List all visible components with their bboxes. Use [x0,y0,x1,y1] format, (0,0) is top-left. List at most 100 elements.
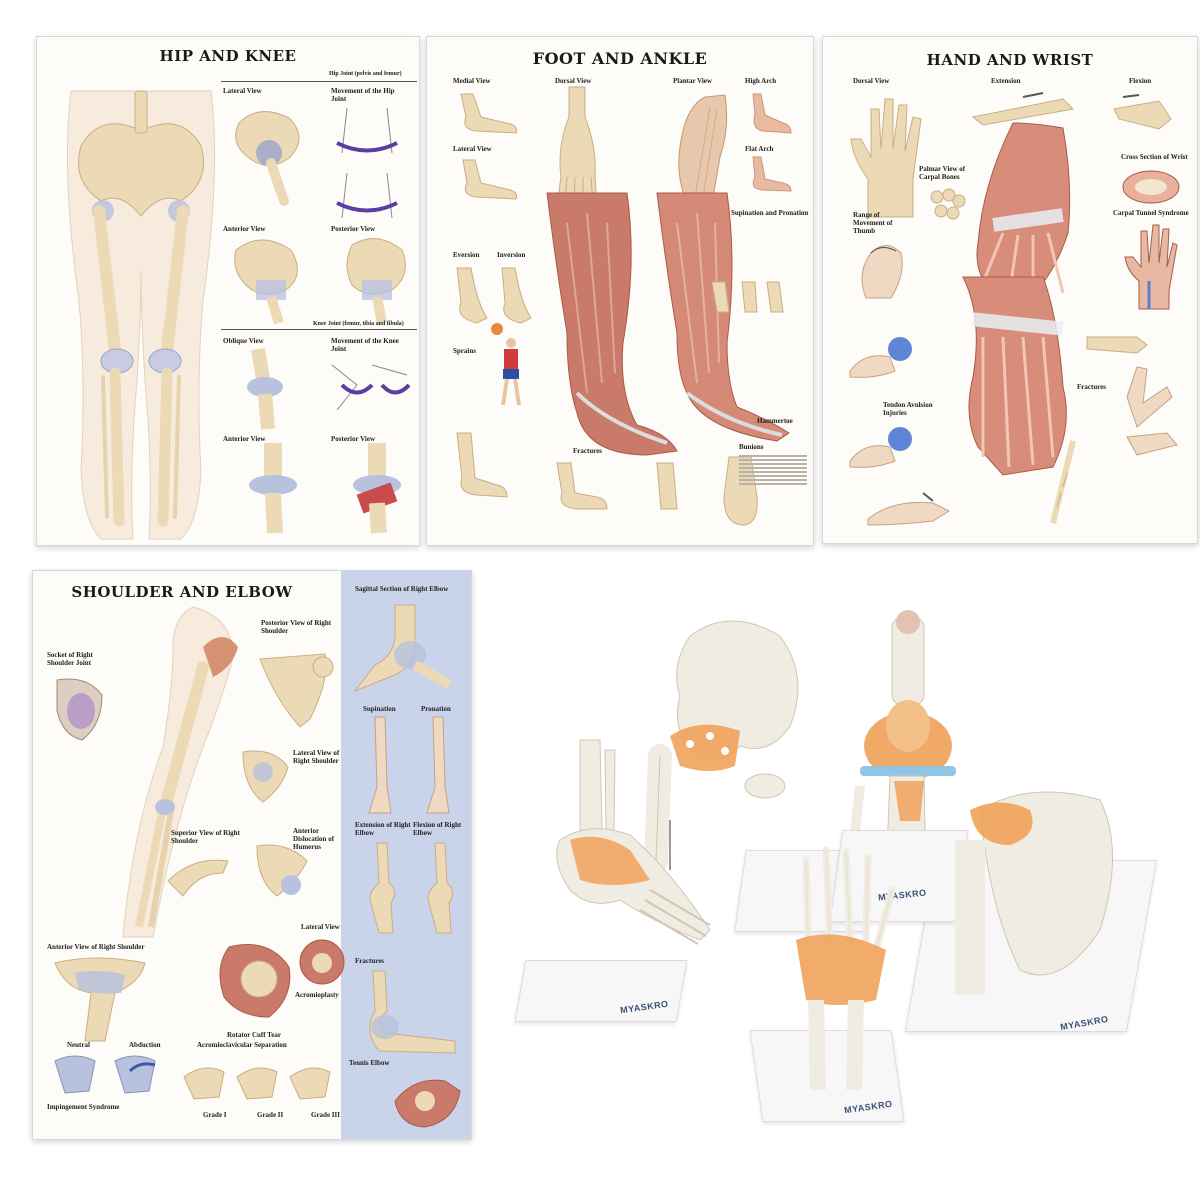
view-label-dorsal-hand: Dorsal View [853,77,890,85]
view-label-bunions: Bunions [739,443,764,451]
view-label-knee-movement: Movement of the Knee Joint [331,337,399,353]
view-label-palmar-carpal: Palmar View of Carpal Bones [919,165,966,181]
view-label-inversion: Inversion [497,251,526,259]
knee-posterior-diagram [353,443,401,534]
dislocation-diagram [256,844,308,897]
view-label-high-arch: High Arch [745,77,777,85]
hand-dorsal-diagram [850,98,922,218]
view-label-flexion: Flexion [1129,77,1152,85]
grade-3-label: Grade III [311,1111,340,1119]
bunion-caption-text [739,453,807,487]
view-label-anterior-knee: Anterior View [223,435,266,443]
hand-muscle-illustration [976,122,1071,312]
view-label-cross-section: Cross Section of Wrist [1121,153,1188,161]
view-label-posterior-shoulder: Posterior View of Right Shoulder [261,619,332,635]
foot-lateral-diagram [462,159,517,200]
hip-lateral-diagram [235,111,300,206]
view-label-fractures-hand: Fractures [1077,383,1107,391]
knee-oblique-diagram [247,347,283,430]
hip-posterior-diagram [346,238,406,324]
view-label-plantar: Plantar View [673,77,712,85]
shoulder-socket-diagram [56,678,103,741]
knee-anterior-diagram [249,443,297,534]
view-label-lateral: Lateral View [223,87,262,95]
finger-skeleton-diagram [1050,440,1076,524]
section-rule [221,329,417,330]
view-label-rotator-cuff: Rotator Cuff Tear [227,1031,281,1039]
view-label-hammertoe: Hammertoe [757,417,793,425]
view-label-posterior: Posterior View [331,225,375,233]
foot-ankle-poster: FOOT AND ANKLE Medial View Dorsal View P… [426,36,814,546]
ball-grip-diagram [849,337,912,378]
view-label-extension: Extension [991,77,1021,85]
hand-fracture-diagrams [1086,336,1178,456]
bone-models-group: MYASKRO MYASKRO MYASKRO MYASKRO [514,600,1180,1160]
view-label-sprains: Sprains [453,347,476,355]
ac-separation-diagrams [183,1067,331,1100]
view-label-flat-arch: Flat Arch [745,145,774,153]
view-label-impingement: Impingement Syndrome [47,1103,120,1111]
view-label-pronation-arm: Pronation [421,705,451,713]
hand-model-brand: MYASKRO [843,1098,894,1116]
carpal-tunnel-diagram [1124,224,1178,310]
view-label-supination: Supination and Pronation [731,209,809,217]
foot-plantar-diagram [678,94,728,213]
foot-medial-diagram [460,93,517,134]
foot-dorsal-diagram [556,86,598,206]
view-label-dorsal: Dorsal View [555,77,592,85]
elbow-bones-diagram [369,842,453,934]
basketball-player-diagram [491,323,521,406]
sagittal-elbow-diagram [353,604,453,693]
view-label-anterior-shoulder: Anterior View of Right Shoulder [47,943,145,951]
thumb-range-diagram [861,245,903,299]
wrist-cross-section-diagram [1122,170,1180,204]
poster-title-foot-ankle: FOOT AND ANKLE [532,49,708,68]
shoulder-model-brand: MYASKRO [1059,1013,1110,1033]
view-label-lateral-foot: Lateral View [453,145,492,153]
view-label-supination-arm: Supination [363,705,396,713]
view-label-acromioplasty: Acromioplasty [295,991,339,999]
view-label-sagittal-elbow: Sagittal Section of Right Elbow [355,585,449,593]
posterior-shoulder-diagram [259,653,334,728]
view-label-socket: Socket of Right Shoulder Joint [47,651,93,667]
hand-muscle-illustration-2 [962,276,1067,476]
arm-skeleton-illustration [122,606,238,938]
view-label-hip-movement: Movement of the Hip Joint [331,87,395,103]
hip-movement-diagram [336,107,398,219]
carpal-bones-diagram [930,188,966,220]
view-label-dislocation: Anterior Dislocation of Humerus [293,827,335,851]
elbow-fracture-diagram [369,970,456,1054]
extension-diagram [971,92,1075,126]
view-label-medial: Medial View [453,77,491,85]
foot-ankle-model [556,739,711,945]
view-label-neutral: Neutral [67,1041,90,1049]
view-label-tendon-avulsion: Tendon Avulsion Injuries [883,401,933,417]
view-label-fractures-elbow: Fractures [355,957,385,965]
view-label-carpal-tunnel: Carpal Tunnel Syndrome [1113,209,1189,217]
view-label-flexion-elbow: Flexion of Right Elbow [413,821,462,837]
view-label-ac-separation: Acromioclavicular Separation [197,1041,287,1049]
grade-1-label: Grade I [203,1111,227,1119]
legs-skeleton-illustration [66,90,216,540]
section-knee-joint: Knee Joint (femur, tibia and fibula) [313,321,404,327]
eversion-inversion-diagram [456,267,532,324]
flexion-diagram [1113,94,1172,130]
view-label-anterior: Anterior View [223,225,266,233]
view-label-lateral-view: Lateral View [301,923,340,931]
superior-shoulder-diagram [167,859,229,897]
view-label-oblique: Oblique View [223,337,264,345]
shoulder-joint-model [955,791,1113,995]
hand-wrist-model [796,846,896,1091]
view-label-lateral-shoulder: Lateral View of Right Shoulder [293,749,340,765]
hip-anterior-diagram [234,239,298,325]
view-label-superior-shoulder: Superior View of Right Shoulder [171,829,240,845]
anterior-shoulder-diagram [54,957,146,1042]
mallet-finger-diagram [867,492,951,526]
shoulder-elbow-poster: SHOULDER AND ELBOW Socket of Right Shoul… [32,570,472,1140]
foot-muscle-illustration [546,192,790,456]
forearm-rotation-diagram [368,716,450,814]
view-label-extension-elbow: Extension of Right Elbow [355,821,411,837]
poster-title-hip-knee: HIP AND KNEE [159,47,297,65]
hip-knee-poster: HIP AND KNEE Hip Joint (pelvis and femur… [36,36,420,546]
